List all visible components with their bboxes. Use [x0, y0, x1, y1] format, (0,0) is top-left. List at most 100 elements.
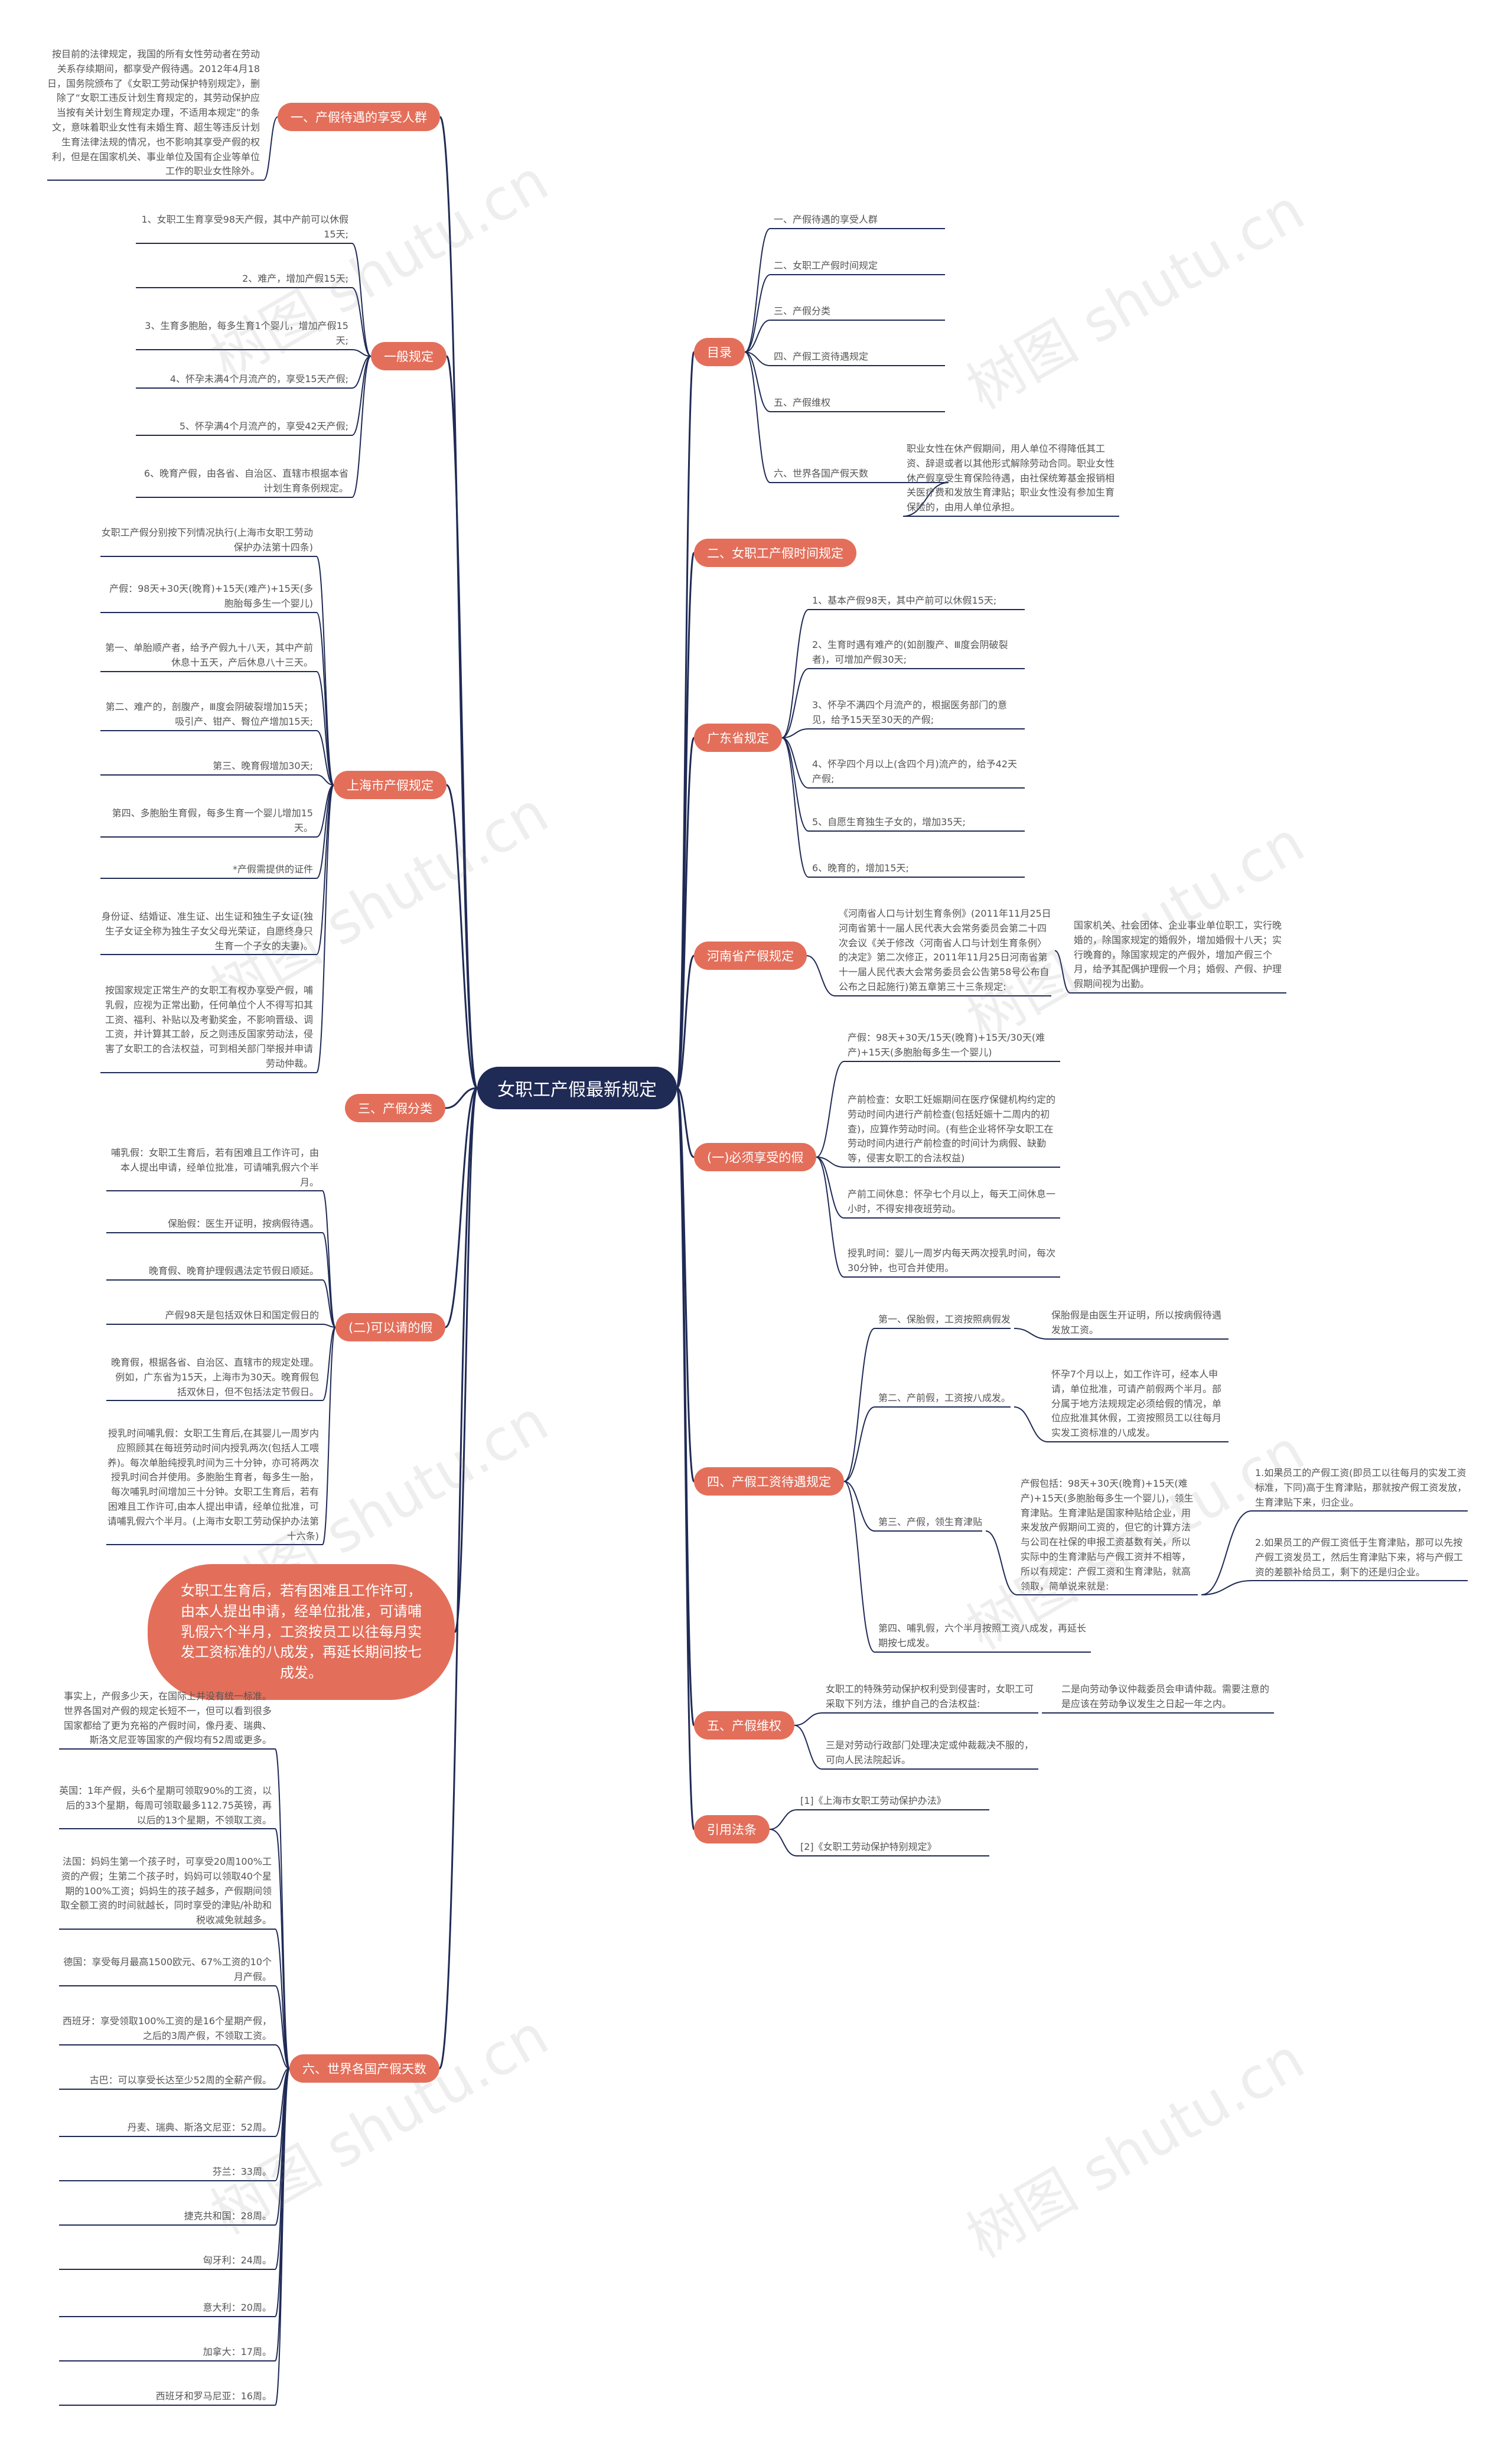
wage-rule-item: 第三、产假，领生育津贴 [878, 1516, 983, 1527]
leaf-text: 晚育假，根据各省、自治区、直辖市的规定处理。例如，广东省为15天，上海市为30天… [110, 1357, 319, 1398]
callout-node[interactable]: 女职工生育后，若有困难且工作许可，由本人提出申请，经单位批准，可请哺乳假六个半月… [148, 1564, 455, 1700]
connector-line [275, 2044, 290, 2069]
connector-line [744, 351, 771, 412]
connector-line [322, 1324, 336, 1328]
leaf-text: 国家机关、社会团体、企业事业单位职工，实行晚婚的，除国家规定的婚假外，增加婚假十… [1074, 920, 1282, 990]
leaf-text: 3、生育多胞胎，每多生育1个婴儿，增加产假15天; [145, 320, 348, 346]
leaf-text: 晚育假、晚育护理假遇法定节假日顺延。 [148, 1265, 319, 1276]
toc-item: 五、产假维权 [774, 397, 831, 408]
connector-line [781, 737, 809, 878]
leaf-text: 第一、单胎顺产者，给予产假九十八天，其中产前休息十五天，产后休息八十三天。 [105, 642, 313, 668]
leaf-text: 女职工的特殊劳动保护权利受到侵害时，女职工可采取下列方法，维护自己的合法权益: [826, 1683, 1034, 1709]
connector-line [275, 2068, 290, 2406]
connector-line [985, 1530, 1018, 1595]
leaf-text: 职业女性在休产假期间，用人单位不得降低其工资、辞退或者以其他形式解除劳动合同。职… [907, 443, 1115, 513]
leaf-text: 授乳时间：婴儿一周岁内每天两次授乳时间，每次30分钟，也可合并使用。 [848, 1247, 1056, 1273]
connector-line [275, 1985, 290, 2069]
wage-rule-item: 第一、保胎假，工资按照病假发 [878, 1314, 1011, 1325]
connector-line [351, 349, 372, 357]
branch-node[interactable]: 一、产假待遇的享受人群 [278, 103, 440, 131]
connector-line [676, 737, 695, 1089]
leaf-text: 法国：妈妈生第一个孩子时，可享受20周100%工资的产假；生第二个孩子时，妈妈可… [60, 1856, 272, 1926]
connector-line [676, 1087, 695, 1158]
leaf-text: 产前检查：女职工妊娠期间在医疗保健机构约定的劳动时间内进行产前检查(包括妊娠十二… [848, 1094, 1056, 1164]
leaf-text: 1、女职工生育享受98天产假，其中产前可以休假15天; [141, 214, 348, 240]
branch-node[interactable]: (一)必须享受的假 [694, 1143, 817, 1171]
leaf-text: 女职工产假分别按下列情况执行(上海市女职工劳动保护办法第十四条) [101, 527, 313, 553]
wage-rule-item: 第二、产前假，工资按八成发。 [878, 1392, 1011, 1403]
connector-line [843, 1406, 875, 1482]
connector-line [676, 955, 695, 1089]
wage-rule-note: 2.如果员工的产假工资低于生育津贴，那可以先按产假工资发员工，然后生育津贴下来，… [1255, 1537, 1464, 1578]
connector-line [445, 784, 478, 1089]
leaf-text: 事实上，产假多少天，在国际上并没有统一标准。世界各国对产假的规定长短不一，但可以… [63, 1690, 272, 1746]
connector-line [351, 243, 372, 357]
connector-line [843, 1481, 875, 1653]
branch-node[interactable]: 广东省规定 [694, 724, 782, 752]
leaf-text: 哺乳假：女职工生育后，若有困难且工作许可，由本人提出申请，经单位批准，可请哺乳假… [110, 1147, 319, 1188]
leaf-text: 加拿大：17周。 [203, 2346, 272, 2357]
connector-line [322, 1327, 336, 1401]
toc-item: 四、产假工资待遇规定 [774, 351, 869, 362]
connector-line [445, 1087, 478, 1328]
branch-node[interactable]: 三、产假分类 [345, 1094, 445, 1122]
leaf-text: 第三、晚育假增加30天; [213, 760, 313, 771]
connector-line [843, 1481, 875, 1532]
toc-item: 一、产假待遇的享受人群 [774, 214, 878, 225]
branch-node[interactable]: 引用法条 [694, 1815, 770, 1843]
wage-rule-detail: 保胎假是由医生开证明，所以按病假待遇发放工资。 [1051, 1310, 1222, 1336]
leaf-text: 按目前的法律规定，我国的所有女性劳动者在劳动关系存续期间，都享受产假待遇。201… [47, 48, 260, 177]
leaf-text: 产假98天是包括双休日和国定假日的 [165, 1310, 319, 1321]
leaf-text: 5、怀孕满4个月流产的，享受42天产假; [179, 421, 348, 432]
connector-line [781, 609, 809, 738]
branch-node[interactable]: 河南省产假规定 [694, 942, 807, 970]
connector-line [1014, 1406, 1048, 1442]
leaf-text: 4、怀孕未满4个月流产的，享受15天产假; [170, 373, 348, 385]
wage-rule-note: 1.如果员工的产假工资(即员工以往每月的实发工资标准，下同)高于生育津贴，那就按… [1255, 1467, 1467, 1508]
wage-rule-detail: 产假包括：98天+30天(晚育)+15天(难产)+15天(多胞胎每多生一个婴儿)… [1021, 1478, 1194, 1592]
connector-line [316, 612, 334, 786]
leaf-text: 英国：1年产假，头6个星期可领取90%的工资，以后的33个星期，每周可领取最多1… [59, 1785, 272, 1826]
branch-node[interactable]: 六、世界各国产假天数 [289, 2054, 439, 2083]
connector-line [806, 955, 836, 996]
wage-rule-detail: 怀孕7个月以上，如工作许可，经本人申请，单位批准，可请产前假两个半月。部分属于地… [1051, 1369, 1222, 1439]
connector-line [316, 774, 334, 786]
leaf-text: 二是向劳动争议仲裁委员会申请仲裁。需要注意的是应该在劳动争议发生之日起一年之内。 [1061, 1683, 1270, 1709]
connector-line [445, 355, 478, 1089]
center-node[interactable]: 女职工产假最新规定 [477, 1067, 677, 1109]
connector-line [351, 356, 372, 389]
branch-node[interactable]: 四、产假工资待遇规定 [694, 1467, 844, 1496]
branch-node[interactable]: 上海市产假规定 [334, 771, 447, 799]
connector-line [316, 784, 334, 1073]
connector-line [263, 116, 278, 181]
branch-node[interactable]: 目录 [694, 338, 745, 366]
branch-node[interactable]: 一般规定 [371, 342, 447, 370]
leaf-text: 古巴：可以享受长达至少52周的全薪产假。 [89, 2074, 272, 2086]
connector-line [744, 351, 771, 366]
connector-line [351, 356, 372, 436]
branch-node[interactable]: (二)可以请的假 [335, 1313, 446, 1341]
leaf-text: 2、生育时遇有难产的(如剖腹产、Ⅲ度会阴破裂者)，可增加产假30天; [812, 639, 1008, 665]
leaf-text: 产假：98天+30天(晚育)+15天(难产)+15天(多胞胎每多生一个婴儿) [109, 583, 313, 609]
connector-line [794, 1712, 823, 1726]
branch-node[interactable]: 二、女职工产假时间规定 [694, 539, 856, 567]
leaf-text: 1、基本产假98天，其中产前可以休假15天; [812, 595, 997, 606]
connector-line [816, 1157, 845, 1278]
connector-line [744, 228, 771, 353]
leaf-text: 西班牙：享受领取100%工资的是16个星期产假，之后的3周产假，不领取工资。 [62, 2015, 272, 2041]
leaf-text: *产假需提供的证件 [232, 864, 313, 875]
branch-node[interactable]: 五、产假维权 [694, 1711, 794, 1740]
connector-line [316, 784, 334, 879]
connector-line [843, 1328, 875, 1482]
connector-line [744, 274, 771, 353]
connector-line [445, 1087, 478, 1109]
leaf-text: 第二、难产的，剖腹产，Ⅲ度会阴破裂增加15天；吸引产、钳产、臀位产增加15天; [105, 701, 313, 727]
citation-item: [1]《上海市女职工劳动保护办法》 [800, 1795, 946, 1806]
connector-line [438, 1087, 478, 2070]
toc-item: 二、女职工产假时间规定 [774, 260, 878, 271]
connector-line [676, 552, 695, 1089]
leaf-text: 西班牙和罗马尼亚：16周。 [155, 2390, 272, 2402]
leaf-text: 5、自愿生育独生子女的，增加35天; [812, 816, 966, 828]
connector-line [275, 1828, 290, 2069]
